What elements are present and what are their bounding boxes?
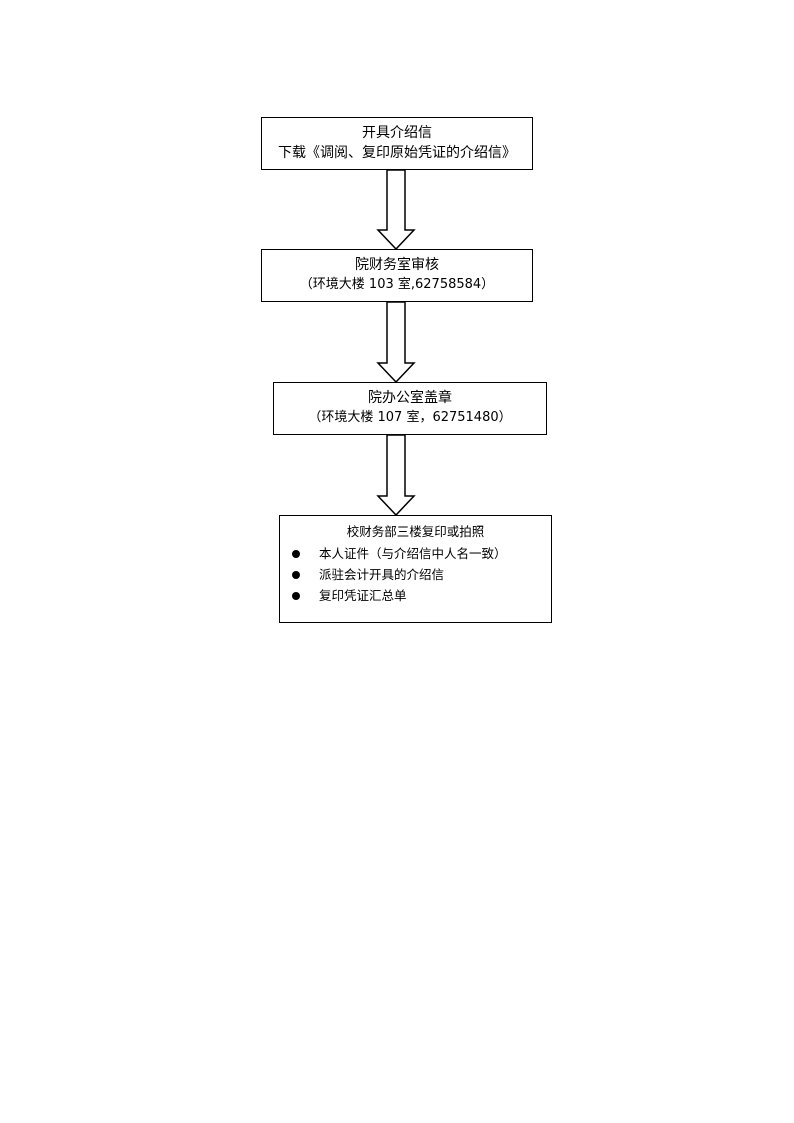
list-item-text: 本人证件（与介绍信中人名一致） [319, 546, 507, 561]
bullet-icon [292, 549, 300, 558]
bullet-icon [292, 591, 300, 600]
step-title: 院财务室审核 [355, 257, 439, 273]
step-title: 开具介绍信 [362, 125, 432, 141]
step-subtitle: 下载《调阅、复印原始凭证的介绍信》 [278, 145, 516, 161]
list-item-text: 派驻会计开具的介绍信 [319, 567, 445, 582]
step-subtitle: （环境大楼 107 室，62751480） [308, 410, 512, 425]
flow-step-copy-or-photo: 校财务部三楼复印或拍照 本人证件（与介绍信中人名一致） 派驻会计开具的介绍信 复… [279, 515, 552, 623]
flow-arrow-2 [376, 301, 416, 384]
list-item: 派驻会计开具的介绍信 [292, 564, 551, 585]
requirements-list: 本人证件（与介绍信中人名一致） 派驻会计开具的介绍信 复印凭证汇总单 [280, 543, 551, 606]
list-item: 复印凭证汇总单 [292, 585, 551, 606]
step-title: 院办公室盖章 [368, 390, 452, 406]
flow-step-office-seal: 院办公室盖章 （环境大楼 107 室，62751480） [273, 382, 547, 435]
bullet-icon [292, 570, 300, 579]
flow-arrow-1 [376, 169, 416, 251]
flow-step-finance-review: 院财务室审核 （环境大楼 103 室,62758584） [261, 249, 533, 302]
list-item: 本人证件（与介绍信中人名一致） [292, 543, 551, 564]
step-subtitle: （环境大楼 103 室,62758584） [299, 277, 495, 292]
step-title: 校财务部三楼复印或拍照 [346, 524, 485, 539]
list-item-text: 复印凭证汇总单 [319, 588, 407, 603]
flow-step-issue-letter: 开具介绍信 下载《调阅、复印原始凭证的介绍信》 [261, 117, 533, 170]
flow-arrow-3 [376, 434, 416, 517]
